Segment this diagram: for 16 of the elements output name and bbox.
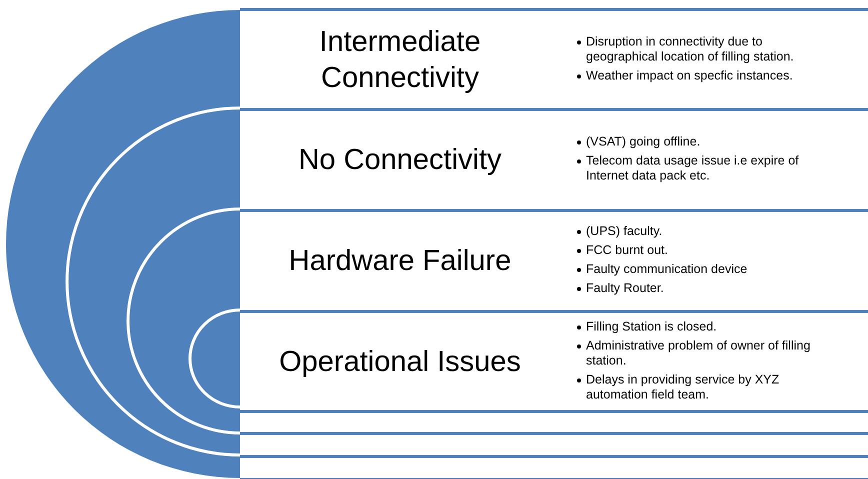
empty-band bbox=[240, 455, 868, 479]
bullet-item: Weather impact on specfic instances. bbox=[576, 68, 834, 83]
category-title: Operational Issues bbox=[278, 344, 522, 380]
bullet-item: (UPS) faculty. bbox=[576, 224, 834, 239]
bullet-item: Faulty communication device bbox=[576, 262, 834, 277]
bullet-item: Filling Station is closed. bbox=[576, 319, 834, 334]
bullet-item: Delays in providing service by XYZ automation field team. bbox=[576, 372, 834, 402]
bullet-item: Telecom data usage issue i.e expire of Internet data pack etc. bbox=[576, 154, 834, 184]
bullet-item: Faulty Router. bbox=[576, 281, 834, 296]
category-title: Intermediate Connectivity bbox=[318, 24, 482, 96]
bullet-item: Disruption in connectivity due to geographical location of filling station. bbox=[576, 34, 834, 64]
bullet-item: FCC burnt out. bbox=[576, 243, 834, 258]
bullet-item: (VSAT) going offline. bbox=[576, 134, 834, 150]
category-title: Hardware Failure bbox=[288, 244, 512, 279]
category-title: No Connectivity bbox=[297, 143, 503, 178]
bullet-item: Administrative problem of owner of filling station. bbox=[576, 338, 834, 368]
